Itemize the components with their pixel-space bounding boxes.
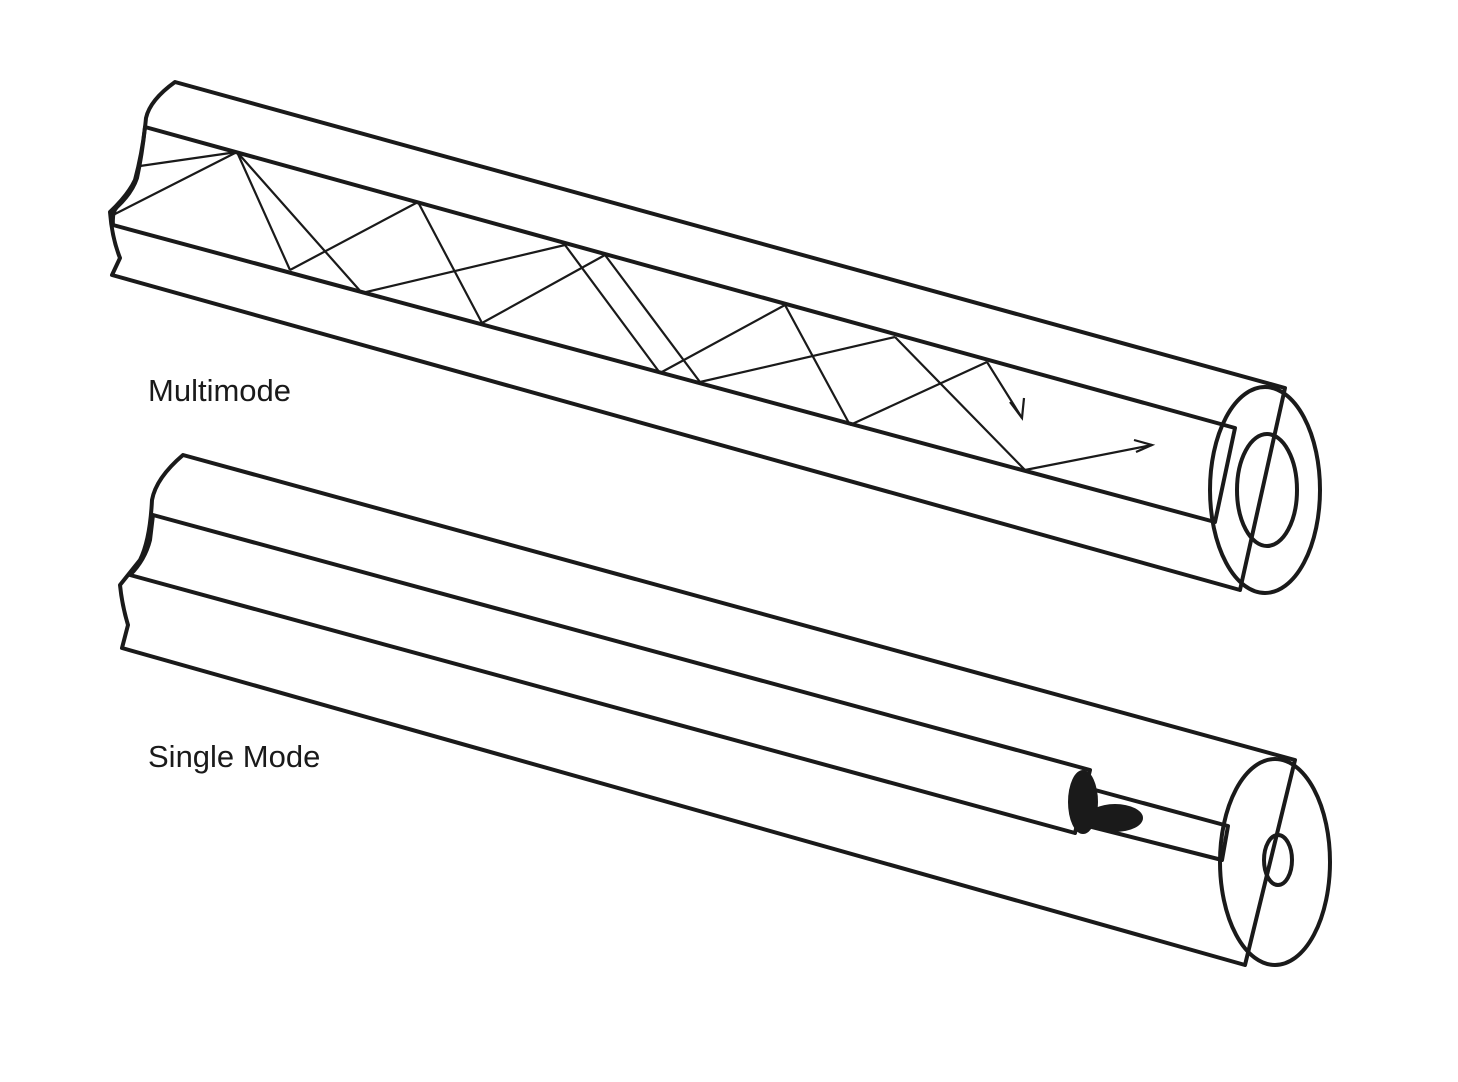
- core-end-cap: [1087, 804, 1143, 832]
- multimode-end-face: [1208, 385, 1322, 595]
- multimode-label: Multimode: [148, 373, 291, 408]
- multimode-cladding: [108, 80, 1287, 592]
- single-mode-cladding: [118, 453, 1297, 967]
- single-mode-buffer: [128, 513, 1092, 835]
- multimode-core: [110, 125, 1237, 524]
- single-mode-end-face: [1218, 757, 1332, 967]
- arrowhead-icon: [1009, 397, 1026, 421]
- single-mode-core-end: [1262, 833, 1294, 887]
- multimode-fiber: [108, 80, 1322, 595]
- arrowhead-icon: [1133, 438, 1156, 454]
- single-mode-fiber: [118, 453, 1332, 967]
- single-mode-label: Single Mode: [148, 739, 321, 774]
- light-rays: [112, 150, 1156, 472]
- multimode-core-end: [1235, 432, 1299, 548]
